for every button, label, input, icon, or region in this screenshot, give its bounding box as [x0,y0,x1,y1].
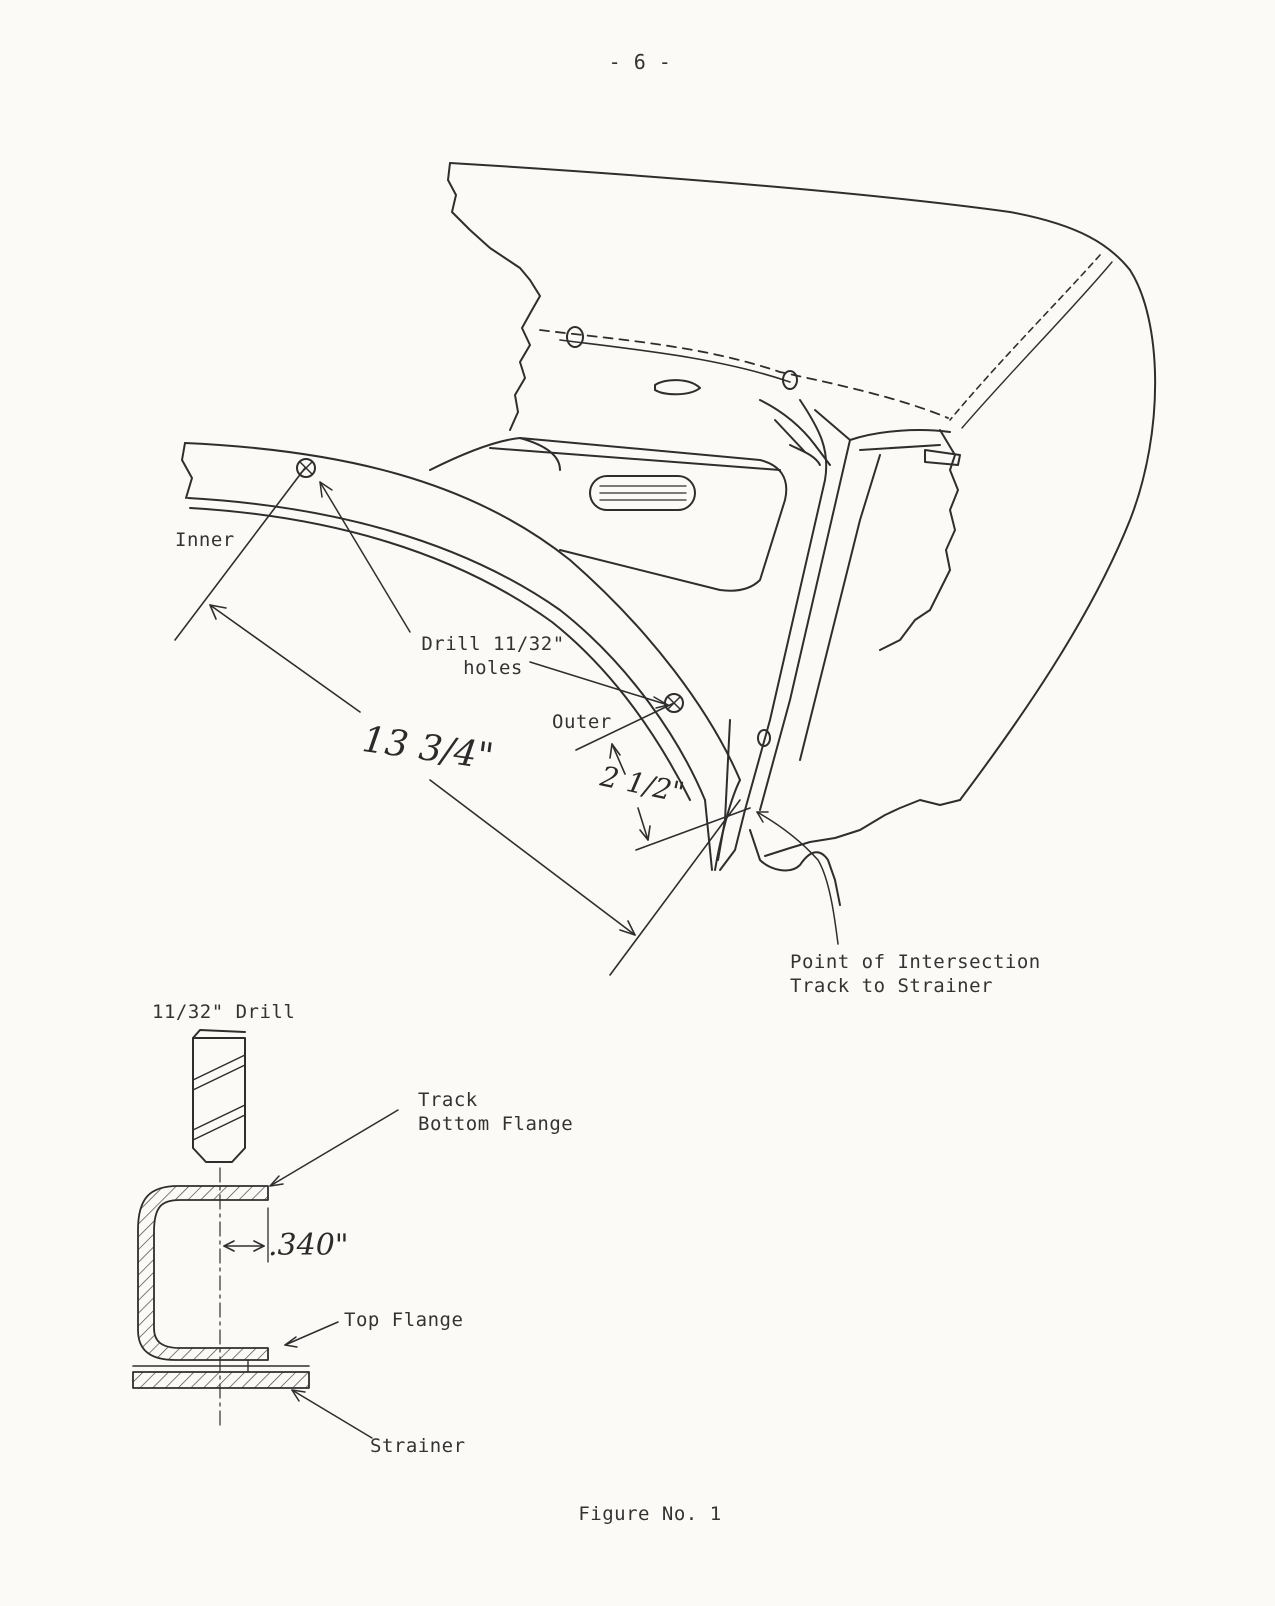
label-drill-size: 11/32" Drill [152,1001,296,1023]
curved-track [181,442,741,871]
dimension-340: .340" [268,1228,349,1263]
label-strainer: Strainer [370,1435,466,1457]
figure-caption: Figure No. 1 [578,1503,722,1525]
label-inner: Inner [175,529,235,551]
label-top-flange: Top Flange [344,1309,464,1331]
access-panel [429,437,788,592]
section-detail [132,1029,399,1439]
strainer-frame [717,399,961,906]
label-intersection-line1: Point of Intersection [790,951,1041,973]
label-outer: Outer [552,711,612,733]
label-drill-holes: Drill 11/32" holes [408,632,578,680]
label-track-line2: Bottom Flange [418,1113,574,1135]
page-number: - 6 - [608,50,672,74]
dimension-lines [174,467,839,976]
roof-panel-outline [447,162,1157,857]
label-intersection-line2: Track to Strainer [790,975,993,997]
label-drill-line1: Drill 11/32" [421,633,565,655]
label-intersection: Point of Intersection Track to Strainer [790,950,1041,998]
label-track-line1: Track [418,1089,478,1111]
label-track-bottom-flange: Track Bottom Flange [418,1088,573,1136]
label-drill-line2: holes [463,657,523,679]
